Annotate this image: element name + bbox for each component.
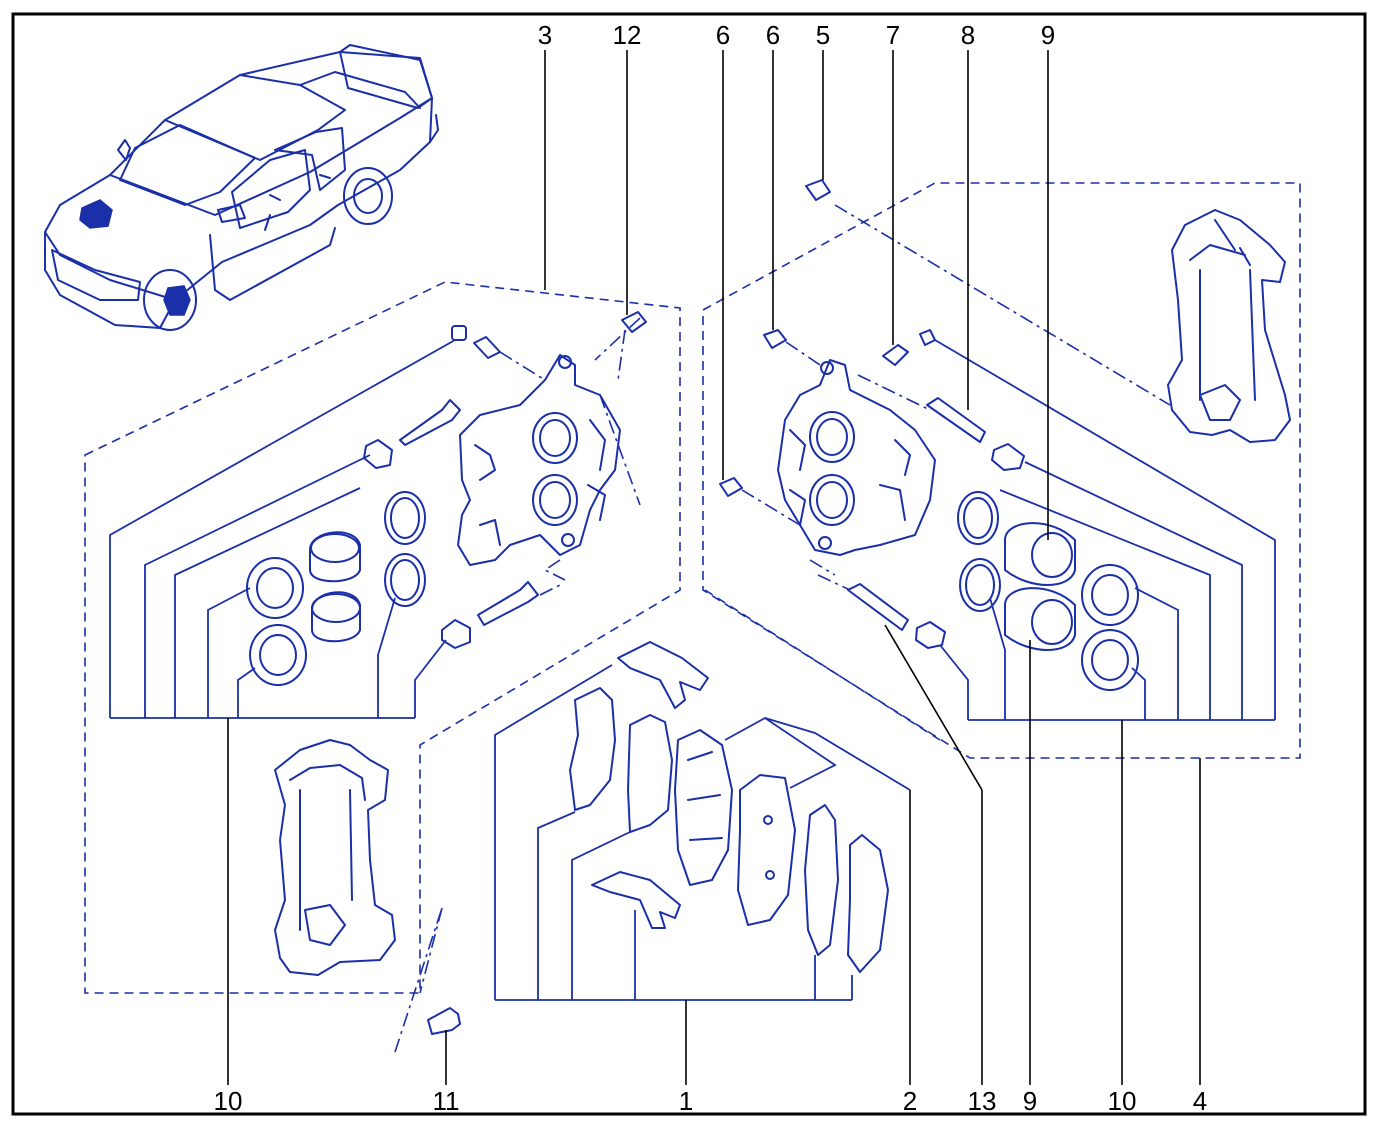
brake-pads-group [569, 641, 889, 973]
callout-10-right: 10 [1108, 1086, 1137, 1116]
diagram-border [11, 12, 1367, 1116]
pad-kit-leaders [494, 664, 911, 1001]
callout-3: 3 [538, 20, 552, 50]
dashed-connectors [499, 204, 1171, 741]
right-mounting-bracket [1167, 209, 1291, 443]
callout-8: 8 [961, 20, 975, 50]
callout-11: 11 [433, 1086, 460, 1116]
callout-12: 12 [613, 20, 642, 50]
right-small-parts [719, 179, 1139, 691]
group-boundaries [84, 182, 1301, 1053]
callout-leaders [227, 50, 1201, 1085]
callout-labels-top: 3 12 6 6 5 7 8 9 [538, 20, 1055, 50]
callout-6a: 6 [716, 20, 730, 50]
callout-6b: 6 [766, 20, 780, 50]
callout-1: 1 [679, 1086, 693, 1116]
callout-9-top: 9 [1041, 20, 1055, 50]
callout-9-bottom: 9 [1023, 1086, 1037, 1116]
right-caliper [777, 359, 936, 556]
left-mounting-bracket [274, 739, 461, 1035]
callout-2: 2 [903, 1086, 917, 1116]
left-small-parts [246, 311, 647, 686]
callout-labels-bottom: 10 11 1 2 13 9 10 4 [214, 1086, 1208, 1116]
callout-5: 5 [816, 20, 830, 50]
callout-7: 7 [886, 20, 900, 50]
callout-4: 4 [1193, 1086, 1207, 1116]
truck-illustration [44, 44, 439, 331]
callout-13: 13 [968, 1086, 997, 1116]
left-kit-leaders [109, 339, 456, 719]
callout-10-left: 10 [214, 1086, 243, 1116]
left-caliper [457, 354, 621, 566]
